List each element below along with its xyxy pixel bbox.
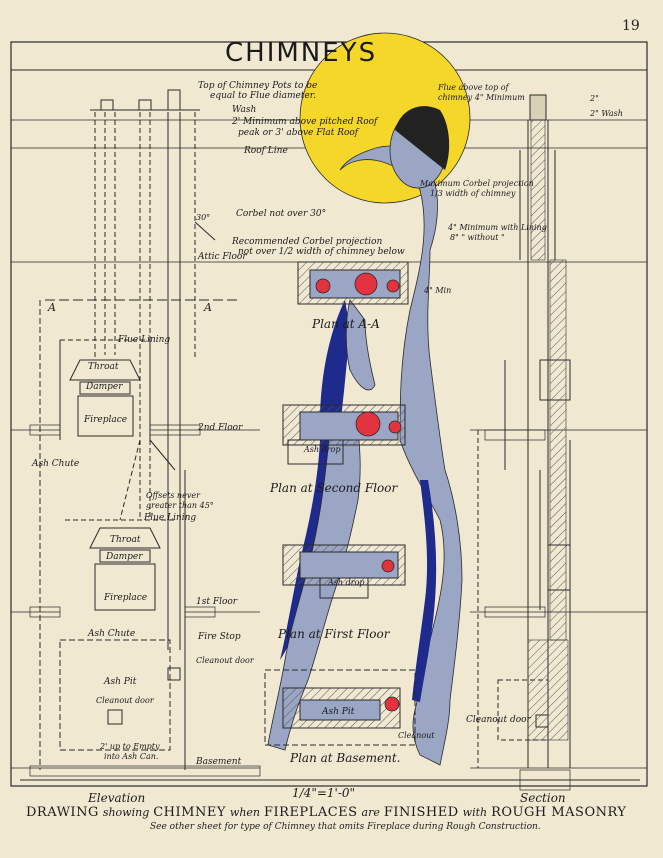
caption-word: FIREPLACES <box>264 805 358 820</box>
flue-dots <box>315 272 402 712</box>
label-two-inch-wash: 2" Wash <box>590 109 623 118</box>
label-flue-above-2: chimney 4" Minimum <box>438 93 525 102</box>
label-section-a-left: A <box>48 301 56 314</box>
label-cleanout-plan: Cleanout <box>398 731 435 740</box>
label-min-1: 2' Minimum above pitched Roof <box>232 117 378 127</box>
label-damper-1: Damper <box>86 382 123 392</box>
label-ash-drop-1: Ash drop <box>304 445 341 454</box>
label-fire-stop: Fire Stop <box>198 632 241 642</box>
view-title-elevation: Elevation <box>88 791 146 805</box>
label-pots-1: Top of Chimney Pots to be <box>198 81 318 91</box>
caption-word: with <box>462 806 488 819</box>
caption-word: CHIMNEY <box>153 805 226 820</box>
view-title-section: Section <box>520 791 566 805</box>
drawing-caption: DRAWING showing CHIMNEY when FIREPLACES … <box>26 804 638 820</box>
label-max-corbel-2: 1/3 width of chimney <box>430 189 516 198</box>
plan-title-first-floor: Plan at First Floor <box>278 627 390 641</box>
label-offsets-2: greater than 45° <box>146 501 214 510</box>
label-pots-2: equal to Flue diameter. <box>210 91 316 101</box>
label-attic-floor: Attic Floor <box>198 252 247 262</box>
label-four-min: 4" Min <box>424 286 452 295</box>
page-number: 19 <box>622 18 640 34</box>
label-first-floor: 1st Floor <box>196 597 238 607</box>
page-title: CHIMNEYS <box>225 38 378 68</box>
label-empty-2: into Ash Can. <box>104 752 159 761</box>
sheet-border <box>10 41 648 787</box>
label-second-floor: 2nd Floor <box>198 423 243 433</box>
label-recommended-1: Recommended Corbel projection <box>232 237 383 247</box>
label-flue-lining-1: Flue Lining <box>118 335 171 345</box>
caption-word: FINISHED <box>383 805 459 820</box>
label-roof-line: Roof Line <box>244 146 288 156</box>
label-min-2: peak or 3' above Flat Roof <box>238 128 359 138</box>
caption-word: DRAWING <box>26 805 99 820</box>
drawing-subcaption: See other sheet for type of Chimney that… <box>150 822 541 832</box>
label-recommended-2: not over 1/2 width of chimney below <box>238 247 405 257</box>
label-fireplace-1: Fireplace <box>84 415 128 425</box>
caption-word: showing <box>102 806 150 819</box>
label-max-corbel-1: Maximum Corbel projection <box>420 179 534 188</box>
label-ash-pit-plan: Ash Pit <box>322 707 355 717</box>
label-basement: Basement <box>196 757 242 767</box>
label-throat-1: Throat <box>88 362 119 372</box>
label-wash: Wash <box>232 105 257 115</box>
scale-note: 1/4"=1'-0" <box>292 786 356 800</box>
elevation-drawing <box>39 89 240 770</box>
label-ash-chute-1: Ash Chute <box>32 459 80 469</box>
plan-title-basement: Plan at Basement. <box>290 751 401 765</box>
caption-word: are <box>361 806 380 819</box>
label-eight-without: 8" " without " <box>450 233 505 242</box>
label-damper-2: Damper <box>106 552 143 562</box>
label-cleanout-section: Cleanout door <box>466 715 531 725</box>
label-fireplace-2: Fireplace <box>104 593 148 603</box>
label-four-min-lining: 4" Minimum with Lining <box>448 223 547 232</box>
label-cleanout-door-2: Cleanout door <box>96 696 154 705</box>
label-two-inch: 2" <box>590 94 599 103</box>
label-ash-chute-2: Ash Chute <box>88 629 136 639</box>
label-ash-pit: Ash Pit <box>104 677 137 687</box>
label-throat-2: Throat <box>110 535 141 545</box>
label-cleanout-door-1: Cleanout door <box>196 656 254 665</box>
plan-title-second-floor: Plan at Second Floor <box>270 481 398 495</box>
label-flue-lining-2: Flue Lining <box>144 513 197 523</box>
label-offsets-1: Offsets never <box>146 491 200 500</box>
plan-title-a-a: Plan at A-A <box>312 317 380 331</box>
label-corbel: Corbel not over 30° <box>236 209 327 219</box>
label-ash-drop-2: Ash drop <box>328 578 365 587</box>
label-section-a-right: A <box>204 301 212 314</box>
caption-word: when <box>229 806 261 819</box>
label-empty-1: 2' up to Empty <box>100 742 160 751</box>
caption-word: ROUGH MASONRY <box>491 805 627 820</box>
label-thirty-degrees: 30° <box>196 213 211 222</box>
label-flue-above-1: Flue above top of <box>438 83 509 92</box>
